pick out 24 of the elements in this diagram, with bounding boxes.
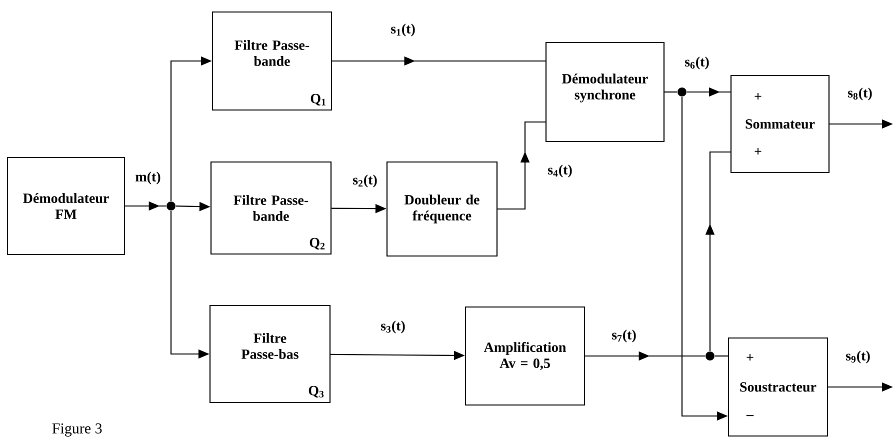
block-box: + Soustracteur – bbox=[728, 337, 828, 437]
block-box: Démodulateur synchrone bbox=[545, 42, 665, 142]
block-box: Amplification Av = 0,5 bbox=[464, 306, 586, 406]
edge-label: s$_{1}$(t) bbox=[391, 24, 415, 36]
edge-label: s$_{8}$(t) bbox=[848, 88, 872, 100]
block-box: Démodulateur FM bbox=[6, 156, 126, 256]
block-box: + Sommateur + bbox=[730, 74, 830, 174]
edge-label: s$_{7}$(t) bbox=[612, 330, 636, 342]
junction-dot bbox=[678, 88, 686, 96]
edge-label: s$_{2}$(t) bbox=[353, 174, 377, 188]
edge-label: s$_{9}$(t) bbox=[846, 350, 870, 364]
edge-label: s$_{3}$(t) bbox=[381, 320, 405, 334]
arrow bbox=[705, 151, 730, 351]
edge-label: s$_{6}$(t) bbox=[685, 56, 709, 70]
block-box: Filtre Passe-bas Q$_{3}$ bbox=[209, 304, 331, 404]
figure-caption: Figure 3 bbox=[52, 423, 102, 437]
edge-label: m(t) bbox=[136, 172, 160, 184]
block-box: Doubleur de fréquence bbox=[386, 161, 498, 257]
edge-label: s$_{4}$(t) bbox=[548, 164, 572, 178]
block-box: Filtre Passe-bande Q$_{1}$ bbox=[212, 11, 332, 111]
block-box: Filtre Passe-bande Q$_{2}$ bbox=[210, 161, 332, 255]
arrow bbox=[498, 121, 546, 210]
junction-dot bbox=[706, 352, 714, 360]
junction-dot bbox=[166, 202, 176, 210]
